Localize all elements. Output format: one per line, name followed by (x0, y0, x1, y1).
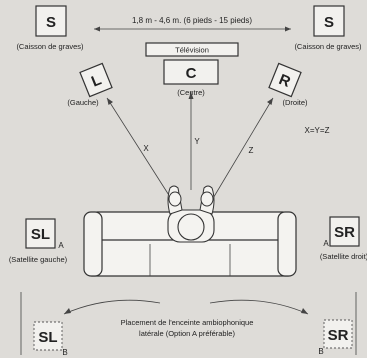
arrow-head-right (301, 308, 308, 314)
placement-note-line1: Placement de l'enceinte ambiophonique (121, 318, 254, 327)
surround-right-a-tag: A (323, 239, 329, 248)
distance-z-arrow (267, 98, 273, 105)
front-right-speaker-caption: (Droite) (282, 98, 308, 107)
front-left-speaker-box (79, 62, 113, 98)
subwoofer-right-caption: (Caisson de graves) (294, 42, 362, 51)
surround-right-b-tag: B (318, 347, 323, 356)
surround-right-b-box (323, 319, 353, 349)
television-label: Télévision (175, 46, 209, 55)
distance-line-x (106, 97, 173, 201)
surround-right-a: SR A (Satellite droit) (320, 216, 367, 261)
subwoofer-left: S (Caisson de graves) (16, 5, 84, 51)
distance-lines: X Y Z (106, 92, 274, 201)
equation-label: X=Y=Z (305, 126, 330, 135)
television-box (145, 42, 239, 57)
distance-z-label: Z (249, 146, 254, 155)
surround-right-b-letter: SR (328, 327, 349, 344)
subwoofer-right: S (Caisson de graves) (294, 5, 362, 51)
surround-left-a-letter: SL (31, 226, 50, 243)
arrow-curve-right (209, 299, 309, 315)
front-right-speaker: R (Droite) (268, 62, 308, 107)
distance-x-label: X (143, 144, 149, 153)
surround-left-b-letter: SL (38, 329, 57, 346)
listener-left-hand (168, 191, 182, 207)
sofa-arm-left (83, 211, 103, 277)
sofa-arm-right (277, 211, 297, 277)
surround-left-a-caption: (Satellite gauche) (9, 255, 68, 264)
surround-right-b: SR B (318, 319, 353, 356)
surround-right-a-caption: (Satellite droit) (320, 252, 367, 261)
subwoofer-left-caption: (Caisson de graves) (16, 42, 84, 51)
dimension-arrow-left (94, 26, 100, 32)
listener-right-hand (200, 191, 214, 207)
surround-left-a-tag: A (58, 241, 64, 250)
distance-y-arrow (188, 92, 194, 99)
distance-label: 1,8 m - 4,6 m. (6 pieds - 15 pieds) (132, 16, 252, 25)
subwoofer-left-box (35, 5, 67, 37)
dimension-label-bg (112, 14, 272, 26)
surround-left-b-box (33, 321, 63, 351)
sofa-seat (87, 239, 293, 277)
front-left-speaker: L (Gauche) (67, 62, 113, 107)
front-right-speaker-box (268, 62, 302, 98)
listener (167, 185, 215, 243)
front-left-speaker-caption: (Gauche) (67, 98, 99, 107)
subwoofer-left-letter: S (46, 14, 56, 31)
surround-left-a-box (25, 218, 56, 249)
center-speaker-box (163, 59, 219, 85)
distance-dimension: 1,8 m - 4,6 m. (6 pieds - 15 pieds) (94, 14, 291, 32)
surround-left-b: SL B (33, 321, 68, 357)
listener-head (177, 213, 205, 241)
dimension-arrow-right (285, 26, 291, 32)
subwoofer-right-box (313, 5, 345, 37)
subwoofer-right-letter: S (324, 14, 334, 31)
surround-right-a-letter: SR (334, 224, 355, 241)
television: Télévision (145, 42, 239, 57)
distance-x-arrow (107, 98, 113, 105)
placement-note-line2: latérale (Option A préférable) (139, 329, 235, 338)
center-speaker: C (Centre) (163, 59, 219, 97)
arrow-head-left (64, 308, 71, 314)
surround-right-a-box (329, 216, 360, 247)
arrow-curve-left (63, 299, 161, 315)
center-speaker-letter: C (186, 65, 197, 82)
surround-left-a: SL A (Satellite gauche) (9, 218, 68, 264)
distance-y-label: Y (194, 137, 200, 146)
distance-line-z (211, 97, 274, 201)
surround-left-b-tag: B (62, 348, 67, 357)
